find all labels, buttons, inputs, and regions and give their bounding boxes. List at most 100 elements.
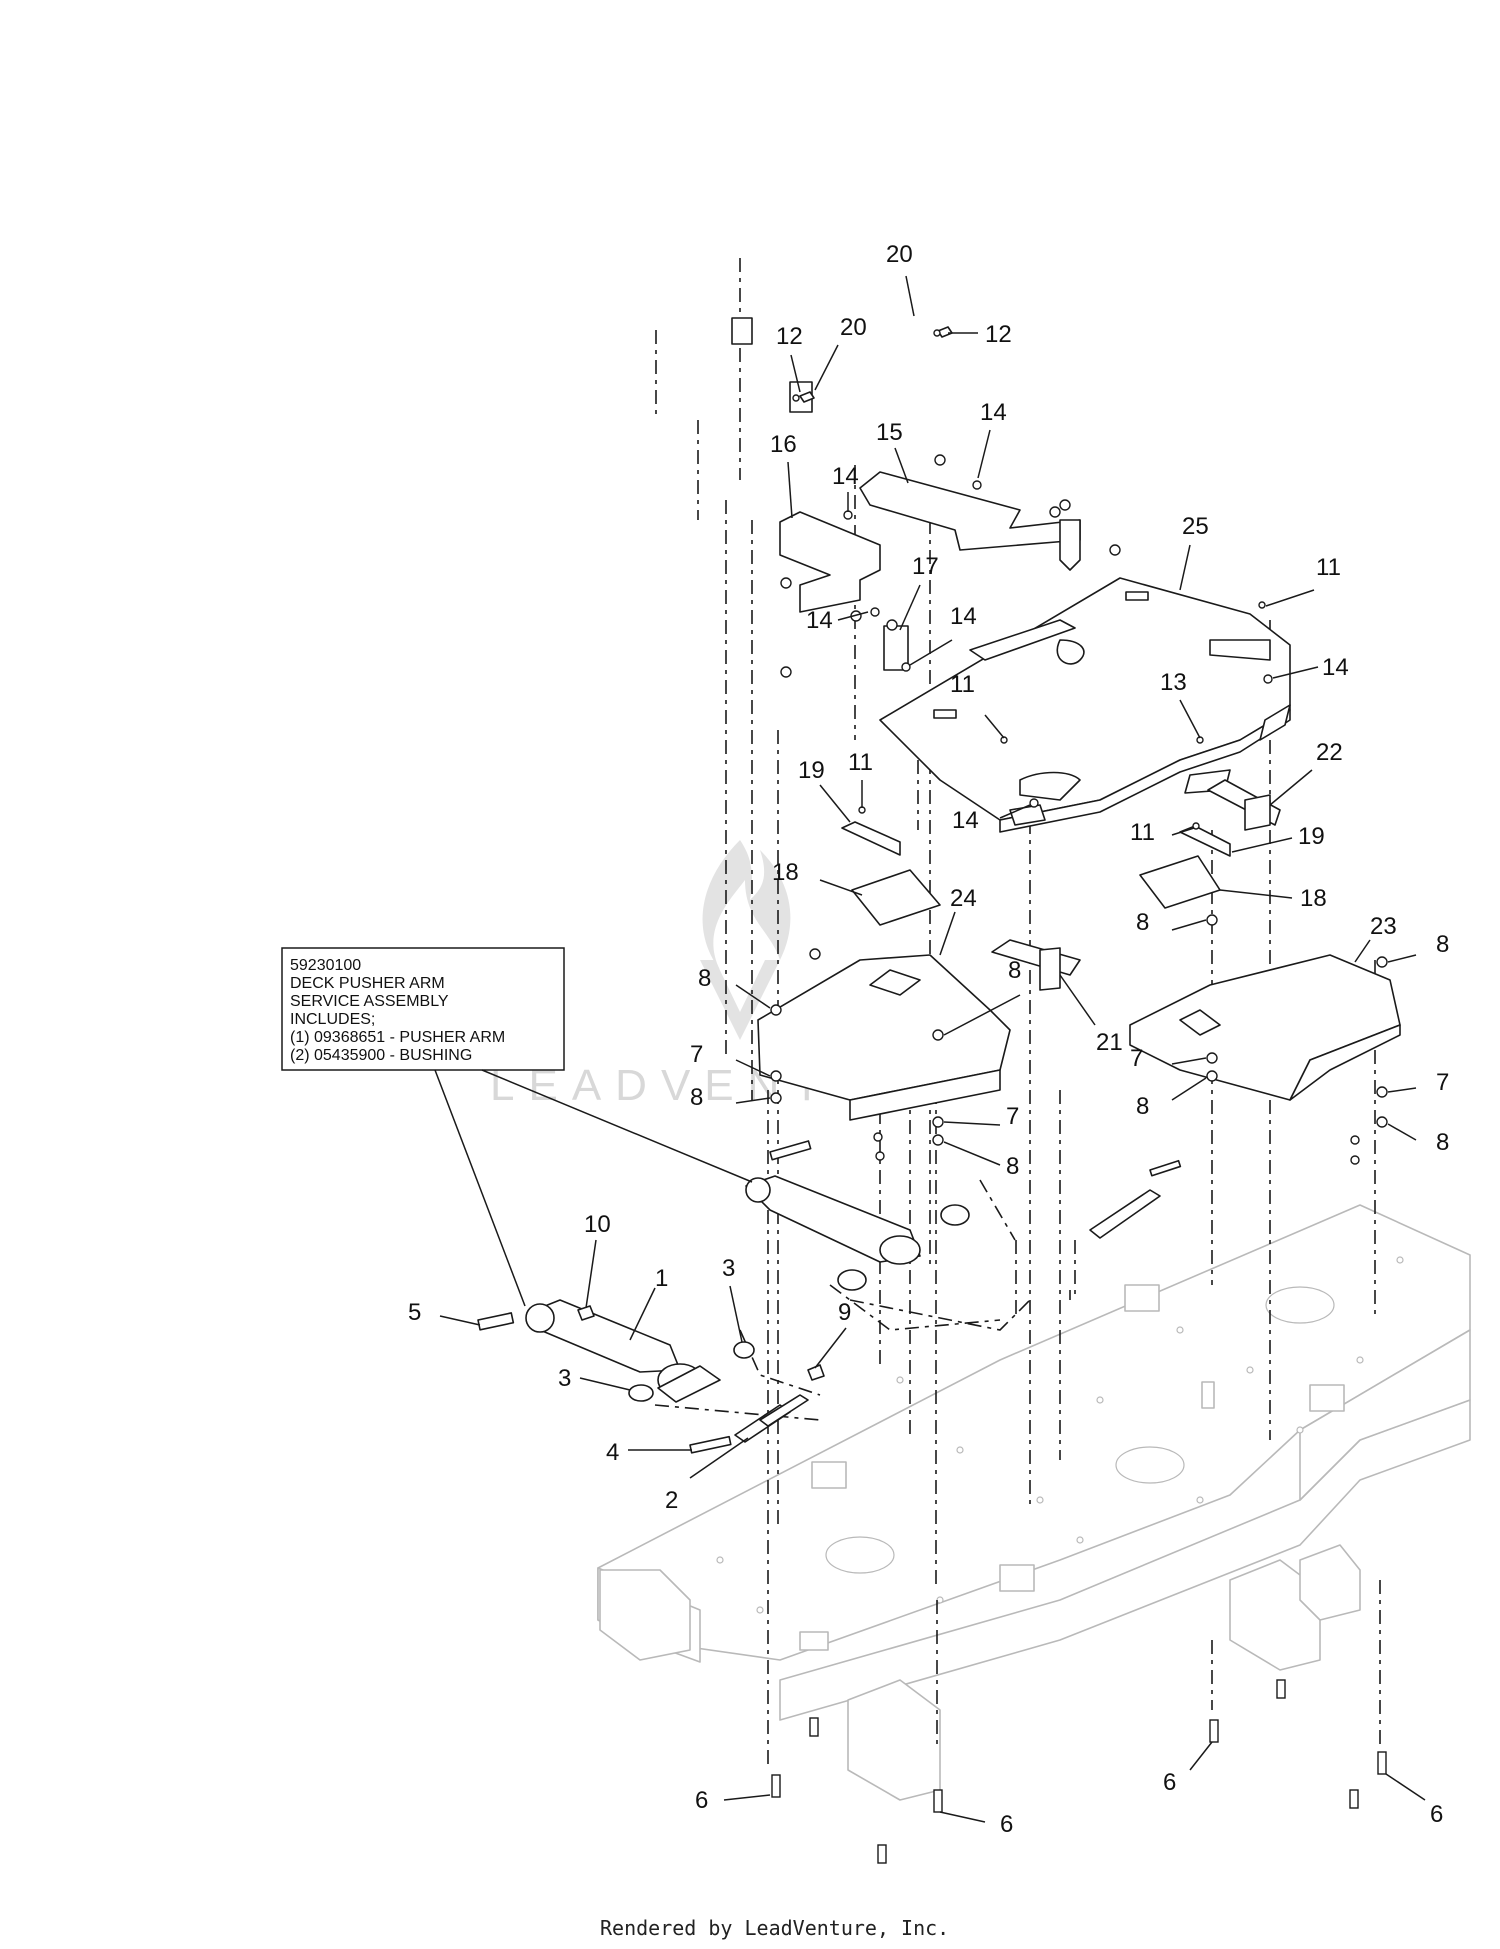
deck-hole — [1296, 1426, 1304, 1434]
part-8-nut — [932, 1029, 944, 1041]
deck-hole — [1076, 1536, 1084, 1544]
deck-right-rail — [1299, 1329, 1471, 1501]
part-8-nut — [873, 1132, 883, 1142]
part-2-spring-rod-tube — [759, 1394, 809, 1427]
part-25-cover-notch — [1019, 771, 1081, 801]
deck-hole — [1396, 1256, 1404, 1264]
leader-8-e — [1171, 919, 1207, 931]
callout-23: 23 — [1370, 913, 1397, 940]
callout-14: 14 — [1322, 654, 1349, 681]
v-logo-mark — [700, 960, 780, 1040]
callout-leaders — [439, 275, 1426, 1823]
service-note-line: INCLUDES; — [290, 1011, 375, 1028]
part-3-bushing — [733, 1341, 755, 1359]
part-25-cover-slot — [969, 619, 1076, 661]
part-14-screw — [870, 607, 880, 617]
callout-8: 8 — [1136, 909, 1149, 936]
callout-10: 10 — [584, 1211, 611, 1238]
leader-9 — [814, 1327, 847, 1369]
leader-16 — [787, 461, 793, 519]
deck-hole — [756, 1606, 764, 1614]
part-14-screw — [972, 480, 982, 490]
deck-hole — [956, 1446, 964, 1454]
part-8-nut — [770, 1004, 782, 1016]
part-25-cover-slot — [1056, 639, 1085, 665]
upper-pusher-arm-roller — [879, 1235, 921, 1265]
part-3-bushing — [628, 1384, 654, 1402]
part-25-cover-tab — [1259, 704, 1291, 741]
callout-20: 20 — [840, 314, 867, 341]
spring-rod-right — [1089, 1189, 1161, 1239]
leader-23 — [1354, 939, 1371, 963]
callout-6: 6 — [1000, 1811, 1013, 1838]
callout-3: 3 — [558, 1365, 571, 1392]
callout-7: 7 — [1130, 1045, 1143, 1072]
leader-18-left — [819, 879, 863, 896]
part-6-bolt — [809, 1717, 819, 1737]
callout-14: 14 — [952, 807, 979, 834]
deck-bracket — [1309, 1384, 1345, 1412]
leader-14-d — [909, 639, 953, 666]
leader-2 — [689, 1437, 749, 1479]
leader-6-c — [1189, 1741, 1213, 1771]
deck-hole — [936, 1596, 944, 1604]
leader-5 — [439, 1315, 481, 1326]
callout-11: 11 — [950, 671, 975, 698]
leader-7-a — [735, 1059, 771, 1077]
leader-8-f — [1171, 1077, 1207, 1101]
part-1-pusher-arm-bushing — [525, 1303, 555, 1333]
upper-pusher-arm-bushing — [745, 1177, 771, 1203]
callout-7: 7 — [1436, 1069, 1449, 1096]
part-21-bracket-b — [1039, 947, 1061, 991]
spindle-hole-right — [1265, 1286, 1335, 1324]
leader-13 — [1179, 699, 1201, 739]
part-20-bracket-top — [731, 317, 753, 345]
leader-6-d — [1385, 1773, 1426, 1801]
callout-12: 12 — [985, 321, 1012, 348]
alignment-line — [654, 1404, 821, 1421]
callout-7: 7 — [1006, 1103, 1019, 1130]
service-note-leader — [434, 1069, 526, 1307]
callout-8: 8 — [1006, 1153, 1019, 1180]
callout-19: 19 — [1298, 823, 1325, 850]
leader-22 — [1269, 769, 1313, 806]
part-19-bracket-right — [1179, 825, 1231, 857]
service-note-line: (1) 09368651 - PUSHER ARM — [290, 1029, 505, 1046]
leader-10 — [585, 1239, 597, 1309]
alignment-line — [979, 1179, 1016, 1241]
callout-6: 6 — [1430, 1801, 1443, 1828]
part-25-cover-hole — [1125, 591, 1149, 601]
deck-mount-brackets — [799, 1284, 1345, 1651]
part-8-nut — [1376, 956, 1388, 968]
callout-11: 11 — [1130, 819, 1155, 846]
leader-11-a — [1265, 589, 1315, 607]
part-23-shield-cutout — [1179, 1009, 1221, 1036]
flame-logo-mark — [702, 840, 791, 970]
leader-14-top — [977, 429, 991, 479]
part-21-bracket — [991, 939, 1081, 976]
callout-14: 14 — [806, 607, 833, 634]
service-note-line: (2) 05435900 - BUSHING — [290, 1047, 472, 1064]
hardware-nut — [886, 619, 898, 631]
mower-deck — [597, 1204, 1471, 1801]
leader-8-h — [1387, 1123, 1417, 1141]
deck-hole — [1096, 1396, 1104, 1404]
leader-25 — [1179, 544, 1191, 591]
part-15-side-bracket — [1059, 519, 1081, 571]
alignment-line — [829, 1284, 1001, 1331]
part-6-bolt — [1276, 1679, 1286, 1699]
service-note-line: DECK PUSHER ARM — [290, 975, 445, 992]
spring-rod-bolt — [1149, 1159, 1182, 1177]
deck-hole — [1246, 1366, 1254, 1374]
callout-1: 1 — [655, 1265, 668, 1292]
leader-6-b — [939, 1811, 986, 1823]
hardware-nut — [934, 454, 946, 466]
part-6-bolt — [877, 1844, 887, 1864]
part-8-nut — [875, 1151, 885, 1161]
callout-11: 11 — [1316, 554, 1341, 581]
callout-15: 15 — [876, 419, 903, 446]
callout-12: 12 — [776, 323, 803, 350]
deck-bracket — [799, 1631, 829, 1651]
deck-bracket — [1201, 1381, 1215, 1409]
